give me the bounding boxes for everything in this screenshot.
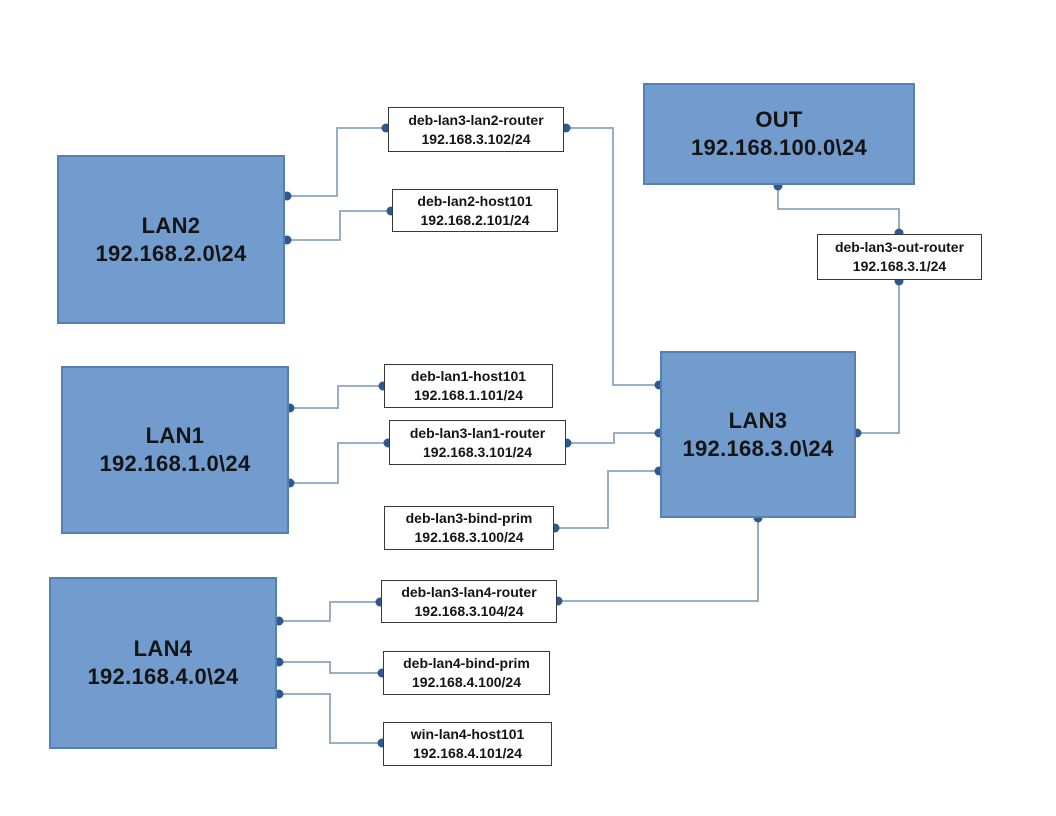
node-lan4-subnet: 192.168.4.0\24 <box>87 664 239 689</box>
node-lan2-subnet: 192.168.2.0\24 <box>95 240 247 266</box>
node-out-subnet: 192.168.100.0\24 <box>690 135 868 160</box>
node-deb-lan3-lan2-router-ip: 192.168.3.102/24 <box>421 130 531 147</box>
node-deb-lan3-lan2-router-label: deb-lan3-lan2-router <box>408 111 544 128</box>
node-deb-lan3-lan4-router[interactable]: deb-lan3-lan4-router 192.168.3.104/24 <box>381 580 557 623</box>
edge-lan4-deb-lan3-lan4-router <box>274 597 385 626</box>
node-deb-lan3-lan4-router-ip: 192.168.3.104/24 <box>414 602 524 619</box>
node-deb-lan3-out-router[interactable]: deb-lan3-out-router 192.168.3.1/24 <box>817 234 982 280</box>
node-deb-lan3-lan4-router-label: deb-lan3-lan4-router <box>401 583 537 600</box>
node-deb-lan2-host101-ip: 192.168.2.101/24 <box>420 211 530 228</box>
node-deb-lan1-host101-ip: 192.168.1.101/24 <box>414 387 523 403</box>
edge-lan1-deb-lan1-host101 <box>285 381 388 413</box>
node-win-lan4-host101[interactable]: win-lan4-host101 192.168.4.101/24 <box>383 722 552 766</box>
edge-lan2-deb-lan3-lan2-router <box>282 123 391 201</box>
node-deb-lan3-lan1-router-ip: 192.168.3.101/24 <box>423 443 532 460</box>
node-deb-lan3-out-router-ip: 192.168.3.1/24 <box>852 258 947 274</box>
node-deb-lan3-bind-prim-ip: 192.168.3.100/24 <box>414 529 524 545</box>
node-deb-lan4-bind-prim-label: deb-lan4-bind-prim <box>403 655 530 671</box>
node-lan1-subnet: 192.168.1.0\24 <box>99 451 251 476</box>
node-deb-lan1-host101-label: deb-lan1-host101 <box>410 368 527 384</box>
edge-out-deb-lan3-out-router <box>773 181 904 238</box>
node-deb-lan2-host101[interactable]: deb-lan2-host101 192.168.2.101/24 <box>392 189 558 232</box>
node-deb-lan3-bind-prim[interactable]: deb-lan3-bind-prim 192.168.3.100/24 <box>384 506 554 550</box>
node-deb-lan2-host101-label: deb-lan2-host101 <box>417 192 533 209</box>
node-lan1[interactable]: LAN1 192.168.1.0\24 <box>61 366 289 534</box>
node-deb-lan1-host101[interactable]: deb-lan1-host101 192.168.1.101/24 <box>384 364 553 408</box>
node-out-label: OUT <box>755 107 803 132</box>
node-lan2-label: LAN2 <box>141 212 201 238</box>
node-lan3[interactable]: LAN3 192.168.3.0\24 <box>660 351 856 518</box>
node-deb-lan3-bind-prim-label: deb-lan3-bind-prim <box>405 510 533 526</box>
node-lan4-label: LAN4 <box>133 636 193 661</box>
edge-lan3-deb-lan3-lan4-router <box>553 513 763 606</box>
node-deb-lan4-bind-prim[interactable]: deb-lan4-bind-prim 192.168.4.100/24 <box>383 651 550 695</box>
node-lan1-label: LAN1 <box>145 423 205 448</box>
node-lan3-label: LAN3 <box>728 407 788 433</box>
edge-deb-lan3-lan1-router-lan3 <box>562 428 664 448</box>
node-lan2[interactable]: LAN2 192.168.2.0\24 <box>57 155 285 324</box>
edge-lan3-deb-lan3-bind-prim <box>550 466 664 533</box>
node-win-lan4-host101-ip: 192.168.4.101/24 <box>413 745 522 761</box>
node-lan4[interactable]: LAN4 192.168.4.0\24 <box>49 577 277 749</box>
node-deb-lan4-bind-prim-ip: 192.168.4.100/24 <box>412 674 521 690</box>
edge-deb-lan3-out-router-lan3 <box>852 276 904 438</box>
node-win-lan4-host101-label: win-lan4-host101 <box>410 726 525 742</box>
edge-lan2-deb-lan2-host101 <box>282 206 396 245</box>
edge-lan1-deb-lan3-lan1-router <box>285 438 393 488</box>
node-lan3-subnet: 192.168.3.0\24 <box>682 435 834 461</box>
node-out[interactable]: OUT 192.168.100.0\24 <box>643 83 915 185</box>
node-deb-lan3-lan2-router[interactable]: deb-lan3-lan2-router 192.168.3.102/24 <box>388 107 564 152</box>
edge-lan4-win-lan4-host101 <box>274 689 387 748</box>
edge-lan4-deb-lan4-bind-prim <box>274 657 387 678</box>
node-deb-lan3-lan1-router-label: deb-lan3-lan1-router <box>409 424 546 441</box>
node-deb-lan3-lan1-router[interactable]: deb-lan3-lan1-router 192.168.3.101/24 <box>389 420 566 465</box>
node-deb-lan3-out-router-label: deb-lan3-out-router <box>834 239 965 255</box>
